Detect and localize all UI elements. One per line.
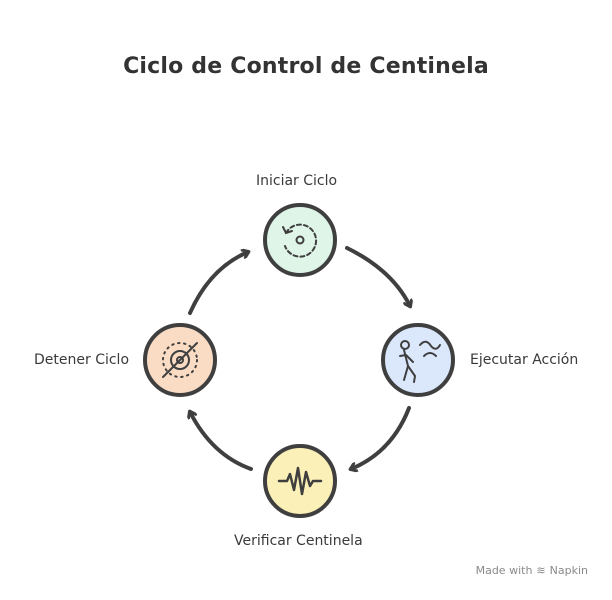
waveform-icon xyxy=(277,466,323,496)
arrow-execute-to-verify xyxy=(351,406,411,469)
napkin-watermark: Made with ≋ Napkin xyxy=(476,564,588,577)
label-stop-cycle: Detener Ciclo xyxy=(34,352,130,368)
node-execute-circle xyxy=(381,323,455,397)
restart-cycle-icon xyxy=(282,223,318,258)
node-verify-sentinel xyxy=(263,444,337,518)
arrow-verify-to-stop xyxy=(190,412,253,471)
label-start-cycle: Iniciar Ciclo xyxy=(256,173,338,189)
arrow-stop-to-start xyxy=(188,252,248,315)
node-execute-action xyxy=(381,323,455,397)
walking-person-icon xyxy=(399,340,441,383)
napkin-logo-icon: ≋ xyxy=(536,564,546,577)
watermark-prefix: Made with xyxy=(475,564,533,577)
diagram-title: Ciclo de Control de Centinela xyxy=(123,54,489,79)
stop-circle-icon xyxy=(162,342,198,378)
label-verify-sentinel: Verificar Centinela xyxy=(234,533,363,549)
arrow-start-to-execute xyxy=(345,246,410,306)
watermark-brand: Napkin xyxy=(549,564,588,577)
node-start-circle xyxy=(263,203,337,277)
node-stop-cycle xyxy=(143,323,217,397)
node-start-cycle xyxy=(263,203,337,277)
label-execute-action: Ejecutar Acción xyxy=(470,352,579,368)
